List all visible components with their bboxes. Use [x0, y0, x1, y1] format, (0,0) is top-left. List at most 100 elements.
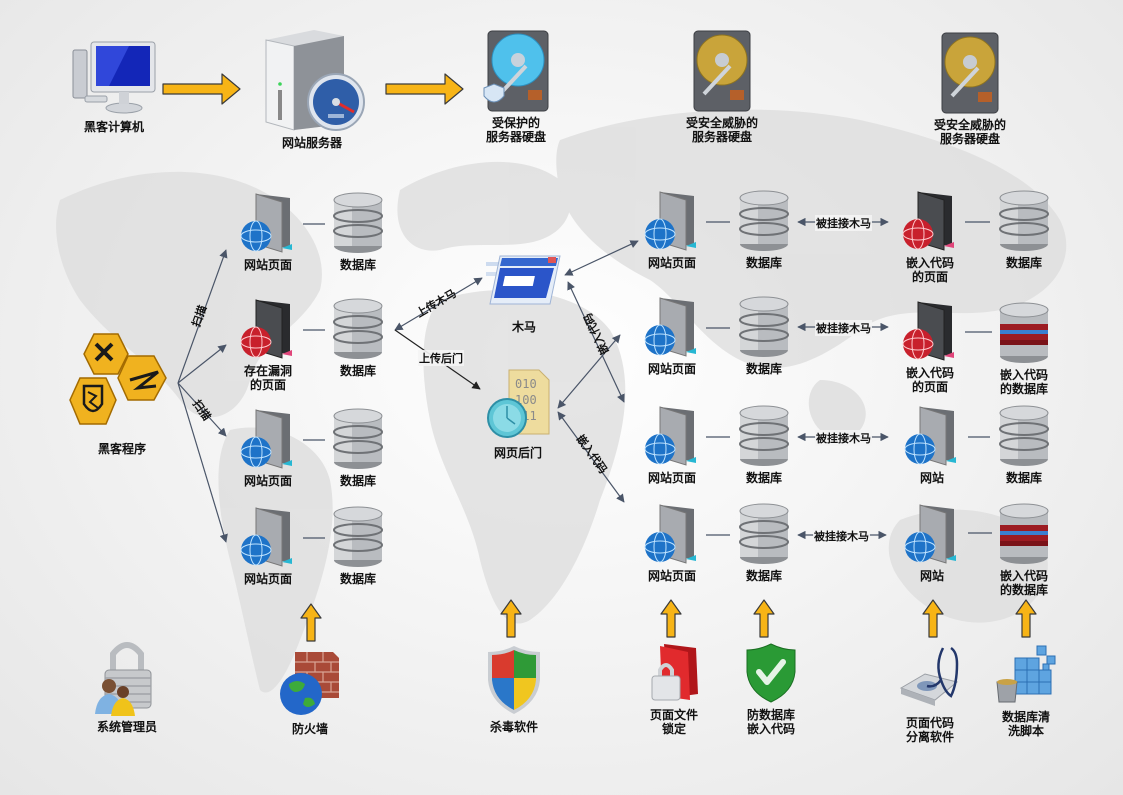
database-icon [333, 192, 383, 253]
db-label: 嵌入代码 的数据库 [999, 569, 1048, 597]
column2-row1-page[interactable]: 网站页面 [634, 190, 710, 270]
page-label: 网站页面 [243, 474, 292, 488]
page-label: 嵌入代码 的页面 [905, 366, 954, 394]
web-page-folder-icon [904, 504, 956, 564]
column1-row3-db[interactable]: 数据库 [320, 408, 396, 488]
db-guard-node[interactable]: 防数据库 嵌入代码 [726, 642, 816, 736]
antivirus-label: 杀毒软件 [489, 720, 538, 734]
page-lock-node[interactable]: 页面文件 锁定 [634, 642, 714, 736]
vulnerable-page-folder-icon [240, 299, 292, 359]
page-label: 网站页面 [647, 471, 696, 485]
trojan-window-icon [486, 255, 561, 305]
column1-row3-page[interactable]: 网站页面 [230, 408, 306, 488]
db-guard-label: 防数据库 嵌入代码 [746, 708, 795, 736]
column1-row1-page[interactable]: 网站页面 [230, 192, 306, 272]
defense-arrow-code-separation [922, 599, 944, 638]
svg-text:010: 010 [515, 377, 537, 391]
infected-database-icon [999, 302, 1049, 363]
hook-trojan-label-2: 被挂接木马 [815, 320, 872, 336]
backdoor-node[interactable]: 010 100 011 网页后门 [476, 366, 560, 460]
db-label: 数据库 [745, 471, 782, 485]
column1-row4-page[interactable]: 网站页面 [230, 506, 306, 586]
page-label: 网站页面 [243, 572, 292, 586]
column3-row2-page[interactable]: 嵌入代码 的页面 [890, 300, 970, 394]
column2-row4-db[interactable]: 数据库 [726, 503, 802, 583]
column2-row2-db[interactable]: 数据库 [726, 296, 802, 376]
web-page-folder-icon [240, 507, 292, 567]
page-label: 存在漏洞 的页面 [243, 364, 292, 392]
disk-stethoscope-icon [899, 646, 959, 706]
hacker-tools-icon [69, 333, 167, 425]
column3-row3-db[interactable]: 数据库 [986, 405, 1062, 485]
db-label: 数据库 [339, 572, 376, 586]
db-label: 数据库 [745, 569, 782, 583]
db-label: 嵌入代码 的数据库 [999, 368, 1048, 396]
web-page-folder-icon [644, 297, 696, 357]
column2-row1-db[interactable]: 数据库 [726, 190, 802, 270]
db-label: 数据库 [339, 258, 376, 272]
database-icon [999, 405, 1049, 466]
page-label: 网站页面 [647, 569, 696, 583]
database-icon [739, 190, 789, 251]
web-page-folder-icon [240, 409, 292, 469]
column2-row3-page[interactable]: 网站页面 [634, 405, 710, 485]
database-icon [333, 506, 383, 567]
backdoor-file-icon: 010 100 011 [487, 369, 550, 438]
firewall-icon [280, 652, 339, 715]
infected-database-icon [999, 503, 1049, 564]
defense-arrow-antivirus [500, 599, 522, 638]
code-separation-node[interactable]: 页面代码 分离软件 [880, 644, 980, 744]
column1-row2-page[interactable]: 存在漏洞 的页面 [230, 298, 306, 392]
infected-page-folder-icon [902, 191, 954, 251]
hook-trojan-label-4: 被挂接木马 [813, 528, 870, 544]
column3-row2-db[interactable]: 嵌入代码 的数据库 [986, 302, 1062, 396]
column3-row4-page[interactable]: 网站 [894, 503, 970, 583]
computer-icon [72, 41, 156, 114]
hacker-computer-label: 黑客计算机 [83, 120, 144, 134]
page-lock-label: 页面文件 锁定 [649, 708, 698, 736]
web-page-folder-icon [904, 406, 956, 466]
web-page-folder-icon [240, 193, 292, 253]
database-icon [333, 408, 383, 469]
column1-row2-db[interactable]: 数据库 [320, 298, 396, 378]
db-label: 数据库 [1005, 256, 1042, 270]
column2-row3-db[interactable]: 数据库 [726, 405, 802, 485]
defense-arrow-db-cleanup [1015, 599, 1037, 638]
page-label: 网站页面 [647, 362, 696, 376]
db-cleanup-label: 数据库清 洗脚本 [1001, 710, 1050, 738]
database-icon [333, 298, 383, 359]
firewall-node[interactable]: 防火墙 [268, 648, 352, 736]
protected-disk-label: 受保护的 服务器硬盘 [485, 116, 546, 144]
threatened-disk-1-label: 受安全威胁的 服务器硬盘 [685, 116, 758, 144]
db-label: 数据库 [339, 474, 376, 488]
hacker-program-label: 黑客程序 [97, 442, 146, 456]
web-page-folder-icon [644, 191, 696, 251]
column1-row1-db[interactable]: 数据库 [320, 192, 396, 272]
database-icon [739, 296, 789, 357]
server-icon [265, 30, 365, 131]
web-server-node: 网站服务器 [252, 28, 372, 150]
column3-row1-page[interactable]: 嵌入代码 的页面 [890, 190, 970, 284]
column1-row4-db[interactable]: 数据库 [320, 506, 396, 586]
column2-row4-page[interactable]: 网站页面 [634, 503, 710, 583]
antivirus-node[interactable]: 杀毒软件 [474, 644, 554, 734]
page-label: 网站 [919, 471, 944, 485]
hacker-program-node: 黑客程序 [64, 330, 180, 456]
trojan-node[interactable]: 木马 [482, 252, 566, 334]
sysadmin-label: 系统管理员 [96, 720, 157, 734]
column3-row4-db[interactable]: 嵌入代码 的数据库 [986, 503, 1062, 597]
cleanup-blocks-bucket-icon [996, 645, 1056, 703]
backdoor-label: 网页后门 [493, 446, 542, 460]
page-label: 嵌入代码 的页面 [905, 256, 954, 284]
column3-row1-db[interactable]: 数据库 [986, 190, 1062, 270]
db-cleanup-node[interactable]: 数据库清 洗脚本 [984, 642, 1068, 738]
defense-arrow-page-lock [660, 599, 682, 638]
db-label: 数据库 [745, 362, 782, 376]
firewall-label: 防火墙 [291, 722, 328, 736]
column3-row3-page[interactable]: 网站 [894, 405, 970, 485]
security-shield-icon [488, 646, 540, 714]
page-label: 网站页面 [243, 258, 292, 272]
threatened-hard-disk-icon [941, 32, 999, 114]
column2-row2-page[interactable]: 网站页面 [634, 296, 710, 376]
